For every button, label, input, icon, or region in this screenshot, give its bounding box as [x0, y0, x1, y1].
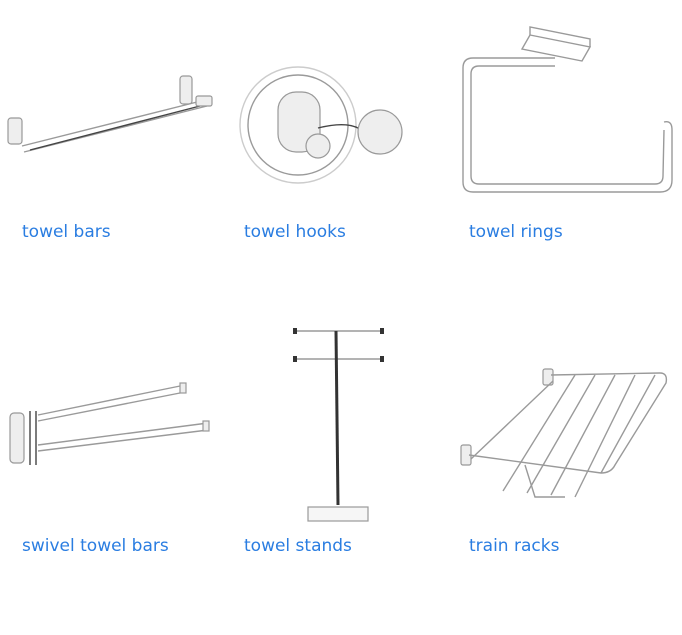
towel-rings-link[interactable]: towel rings [469, 222, 563, 242]
towel-stands-link[interactable]: towel stands [244, 536, 352, 556]
towel-stand-image[interactable] [230, 315, 455, 530]
towel-hooks-link[interactable]: towel hooks [244, 222, 346, 242]
product-card-towel-bars[interactable]: towel bars [0, 0, 225, 260]
product-card-towel-rings[interactable]: towel rings [455, 0, 680, 260]
towel-bars-link[interactable]: towel bars [22, 222, 111, 242]
towel-bar-image[interactable] [0, 0, 225, 210]
train-racks-link[interactable]: train racks [469, 536, 560, 556]
product-card-swivel-towel-bars[interactable]: swivel towel bars [0, 315, 225, 575]
product-card-towel-hooks[interactable]: towel hooks [230, 0, 455, 260]
product-card-towel-stands[interactable]: towel stands [230, 315, 455, 575]
towel-ring-image[interactable] [455, 0, 682, 210]
towel-hook-image[interactable] [230, 0, 455, 210]
train-rack-image[interactable] [455, 315, 682, 525]
swivel-towel-bar-image[interactable] [0, 315, 225, 525]
product-card-train-racks[interactable]: train racks [455, 315, 680, 575]
swivel-towel-bars-link[interactable]: swivel towel bars [22, 536, 169, 556]
